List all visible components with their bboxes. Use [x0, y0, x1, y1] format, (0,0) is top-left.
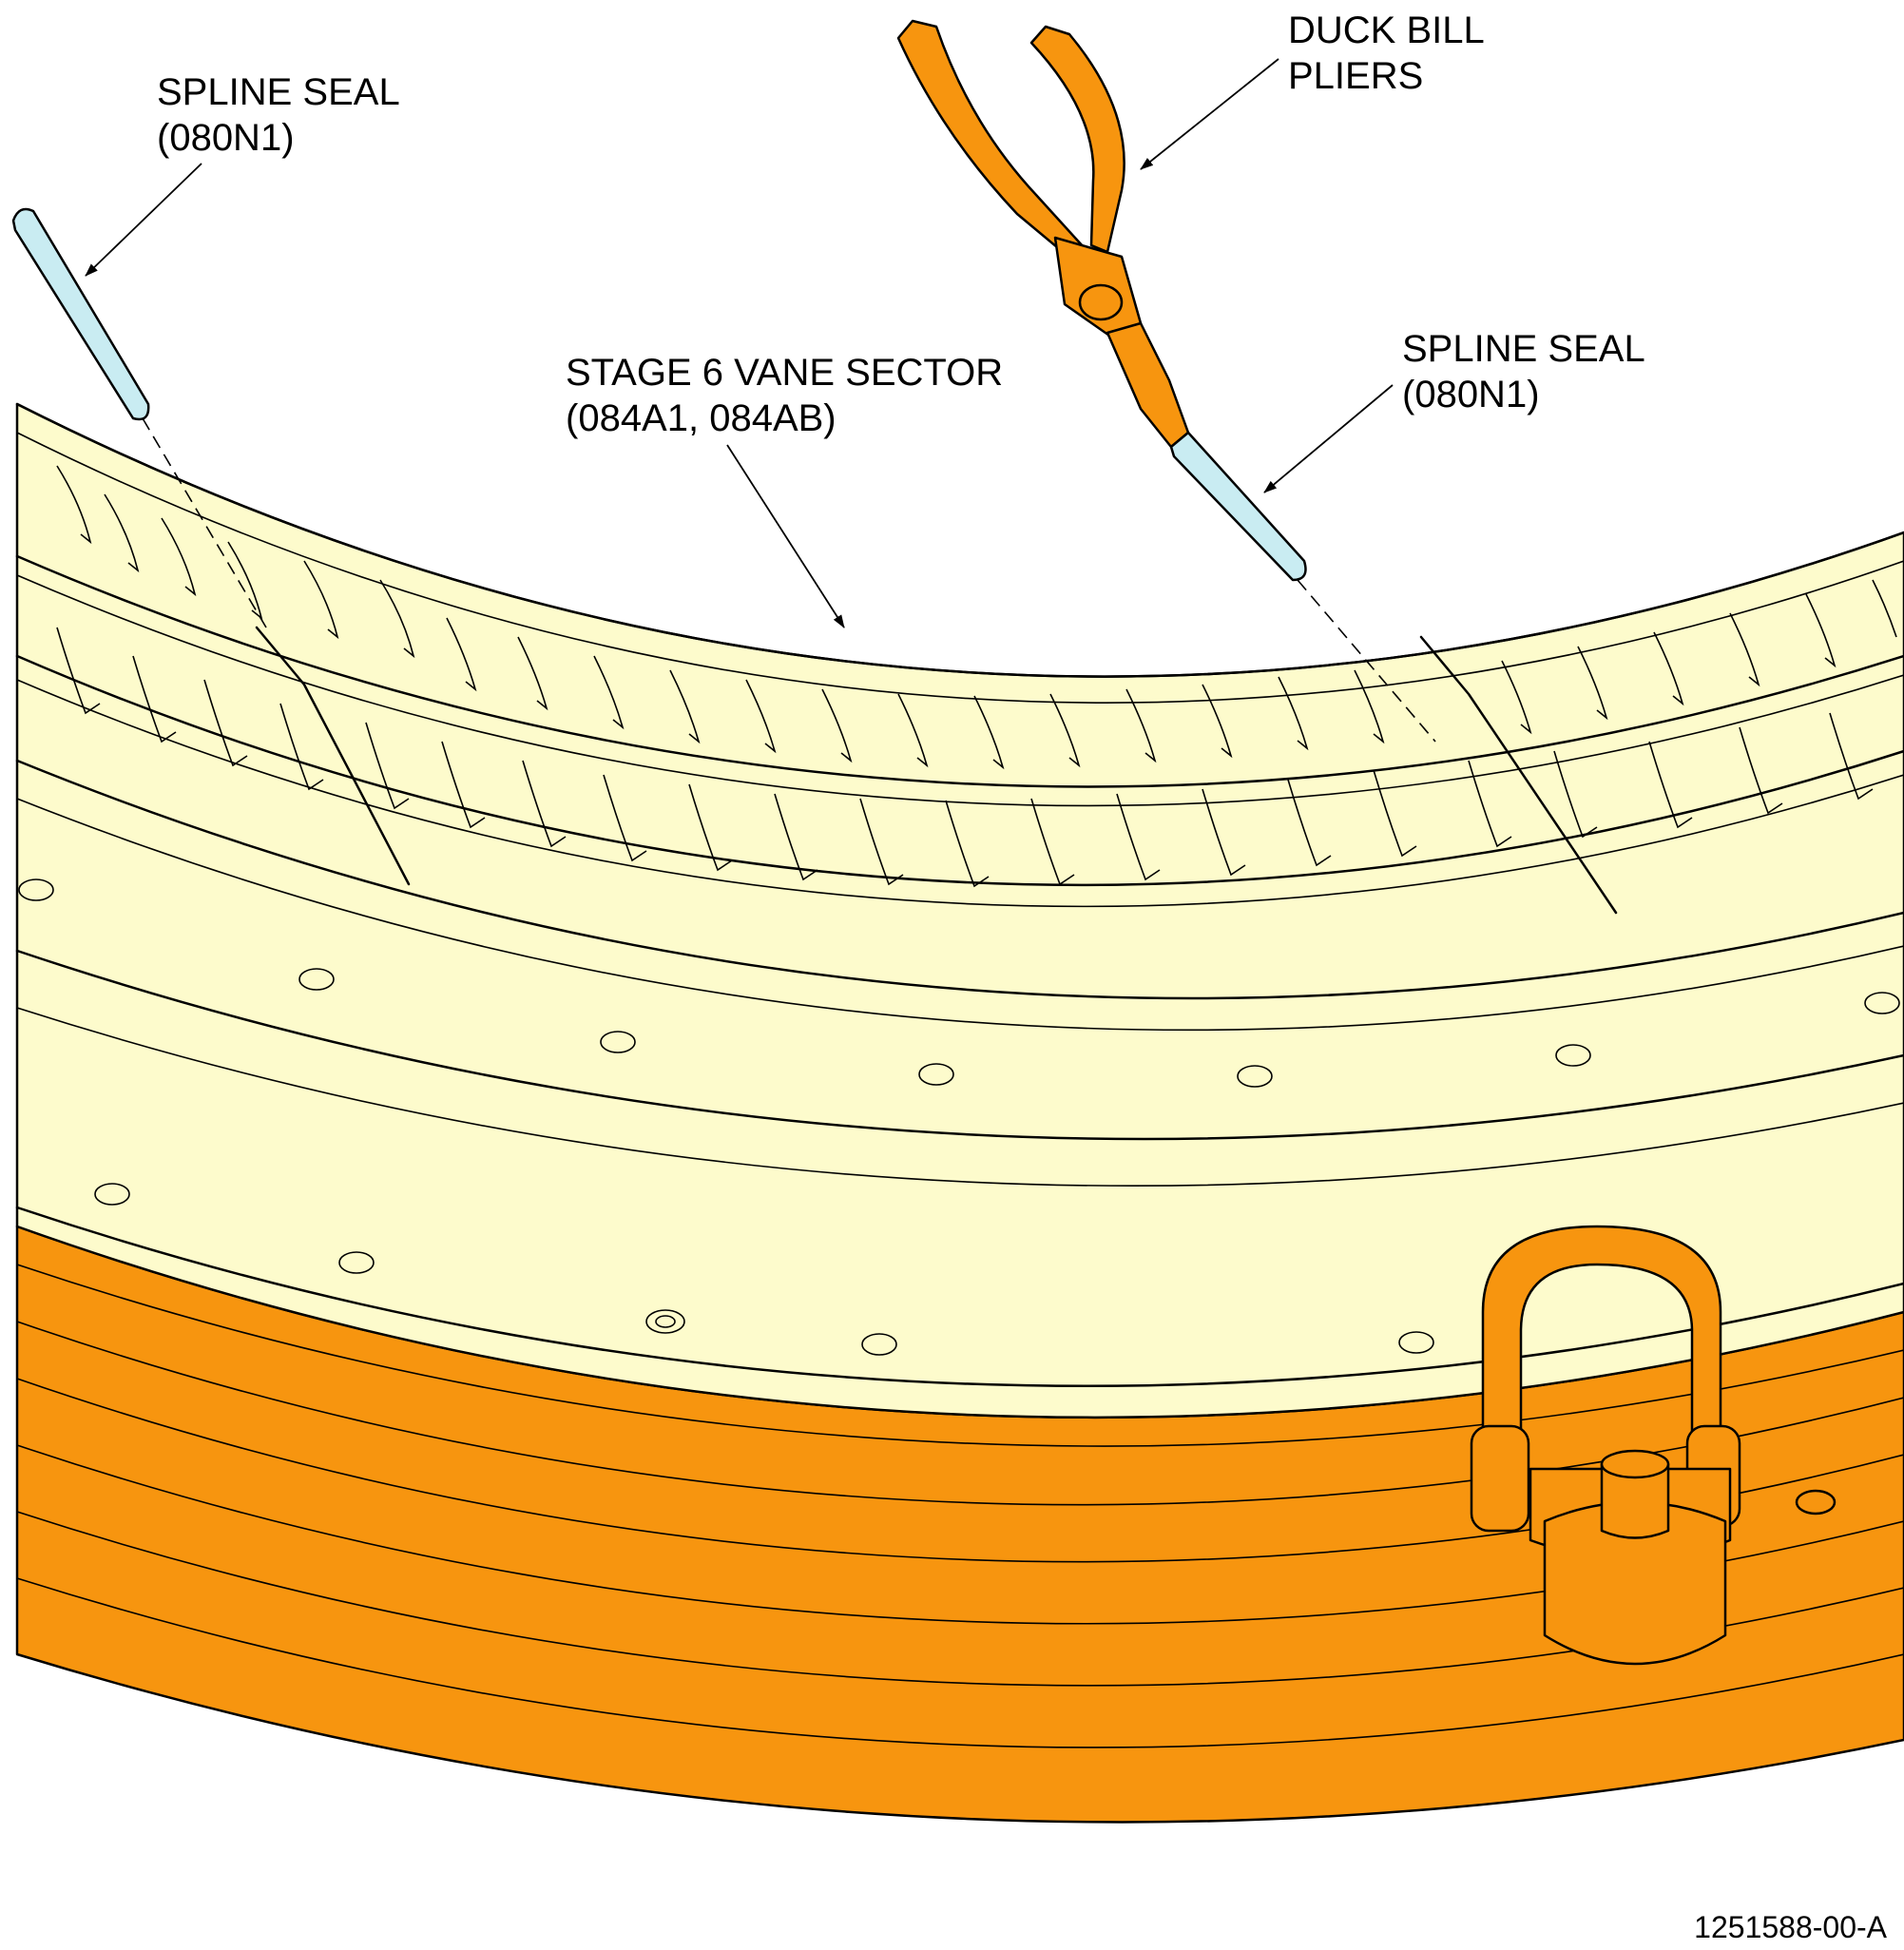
- callout-spline-seal-left: SPLINE SEAL (080N1): [85, 71, 400, 277]
- callout-vane-sector-line2: (084A1, 084AB): [566, 397, 837, 439]
- callout-vane-sector-line1: STAGE 6 VANE SECTOR: [566, 352, 1003, 394]
- duck-bill-pliers: [896, 19, 1190, 449]
- callout-pliers-line1: DUCK BILL: [1288, 10, 1485, 51]
- callout-pliers: DUCK BILL PLIERS: [1140, 10, 1485, 170]
- leader-pliers: [1140, 58, 1279, 170]
- spline-seal-right: [1169, 431, 1436, 743]
- leader-spline-seal-left: [85, 163, 202, 277]
- vane-row-upper: [56, 465, 1897, 770]
- callout-spline-seal-left-line1: SPLINE SEAL: [157, 71, 400, 113]
- figure-number: 1251588-00-A: [1694, 1910, 1887, 1944]
- vane-row-lower: [56, 627, 1874, 888]
- bolt-holes: [18, 878, 1900, 1356]
- leader-vane-sector: [726, 444, 845, 628]
- callout-spline-seal-left-line2: (080N1): [157, 117, 295, 159]
- callout-pliers-line2: PLIERS: [1288, 55, 1423, 97]
- callout-spline-seal-right-line2: (080N1): [1402, 374, 1540, 415]
- leader-spline-seal-right: [1263, 384, 1394, 493]
- spline-seal-left: [11, 207, 267, 628]
- stage-6-vane-sector: [15, 402, 1904, 1419]
- callout-spline-seal-right-line1: SPLINE SEAL: [1402, 328, 1645, 370]
- callout-spline-seal-right: SPLINE SEAL (080N1): [1263, 328, 1645, 493]
- callout-vane-sector: STAGE 6 VANE SECTOR (084A1, 084AB): [566, 352, 1003, 628]
- lifting-shackle: [1470, 1225, 1837, 1666]
- outer-case: [15, 1225, 1904, 1824]
